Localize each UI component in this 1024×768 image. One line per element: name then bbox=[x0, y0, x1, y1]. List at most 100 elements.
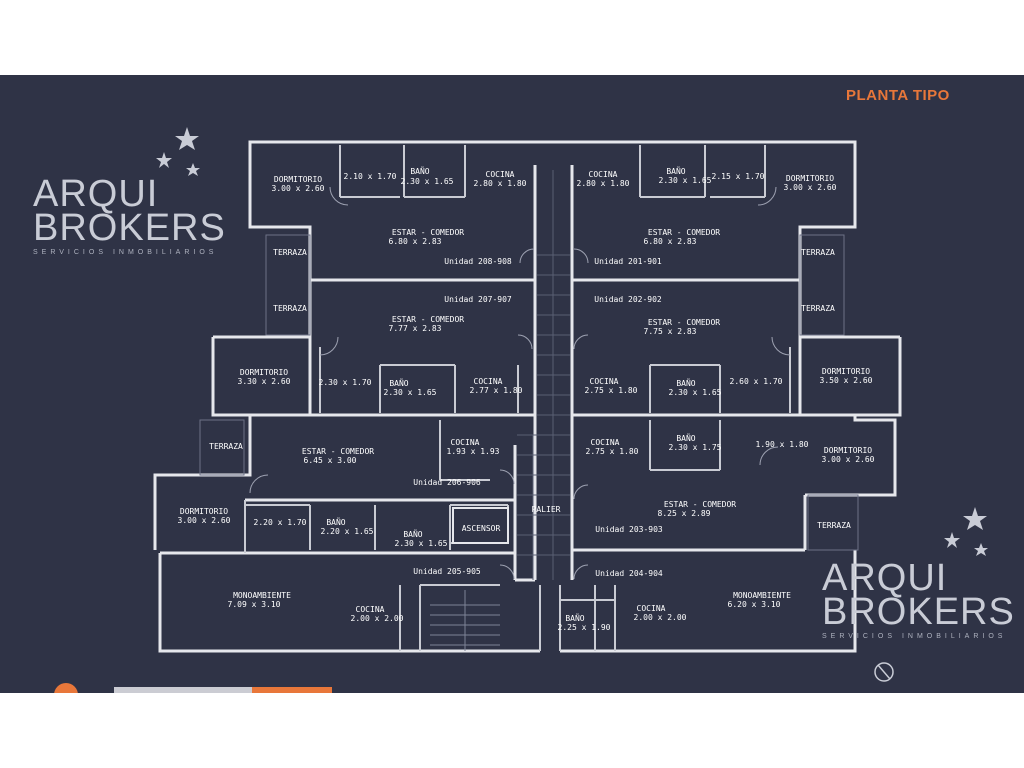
dims-cocina-tr: 2.80 x 1.80 bbox=[577, 179, 630, 188]
label-bano-204: BAÑO bbox=[565, 613, 584, 623]
label-mono-205: MONOAMBIENTE bbox=[233, 591, 291, 600]
label-dorm-206: DORMITORIO bbox=[180, 507, 228, 516]
label-estar-206: ESTAR - COMEDOR bbox=[302, 447, 374, 456]
terraza-label: TERRAZA bbox=[273, 304, 307, 313]
dims-dorm-tl: 3.00 x 2.60 bbox=[272, 184, 325, 193]
label-bano-tr: BAÑO bbox=[666, 166, 685, 176]
dims-bano-206a: 2.20 x 1.65 bbox=[321, 527, 374, 536]
label-cocina-tr: COCINA bbox=[589, 170, 618, 179]
star-icon bbox=[156, 127, 200, 176]
label-estar-207: ESTAR - COMEDOR bbox=[392, 315, 464, 324]
floor-plan-drawing: DORMITORIO 3.00 x 2.60 2.10 x 1.70 BAÑO … bbox=[153, 127, 988, 682]
dims-cocina-206: 1.93 x 1.93 bbox=[447, 447, 500, 456]
unit-205: Unidad 205-905 bbox=[413, 567, 481, 576]
interior-walls bbox=[244, 145, 791, 651]
label-cocina-tl: COCINA bbox=[486, 170, 515, 179]
dims-bano-mr: 2.30 x 1.65 bbox=[669, 388, 722, 397]
unit-203: Unidad 203-903 bbox=[595, 525, 663, 534]
terrazas bbox=[199, 234, 859, 551]
plan-title: PLANTA TIPO bbox=[846, 87, 950, 104]
ascensor-box bbox=[452, 507, 509, 544]
logo-line1: ARQUI bbox=[822, 557, 948, 599]
dims-estar-201: 6.80 x 2.83 bbox=[644, 237, 697, 246]
terraza-labels: TERRAZA TERRAZA TERRAZA TERRAZA TERRAZA … bbox=[209, 248, 851, 530]
label-dorm-tr: DORMITORIO bbox=[786, 174, 834, 183]
dims-estar-207: 7.77 x 2.83 bbox=[389, 324, 442, 333]
dims-cocina-205: 2.00 x 2.00 bbox=[351, 614, 404, 623]
dims-estar-202: 7.75 x 2.83 bbox=[644, 327, 697, 336]
unit-207: Unidad 207-907 bbox=[444, 295, 512, 304]
dims-mono-204: 6.20 x 3.10 bbox=[728, 600, 781, 609]
dims-dorm-203: 3.00 x 2.60 bbox=[822, 455, 875, 464]
logo-tagline: SERVICIOS INMOBILIARIOS bbox=[33, 249, 218, 256]
label-cocina-205: COCINA bbox=[356, 605, 385, 614]
logo-tagline: SERVICIOS INMOBILIARIOS bbox=[822, 633, 1007, 640]
terraza-label: TERRAZA bbox=[801, 248, 835, 257]
label-dorm-203: DORMITORIO bbox=[824, 446, 872, 455]
unit-labels: Unidad 208-908 Unidad 201-901 Unidad 207… bbox=[413, 257, 663, 578]
dims-bano-tl: 2.30 x 1.65 bbox=[401, 177, 454, 186]
dims-dorm-206: 3.00 x 2.60 bbox=[178, 516, 231, 525]
logo-line2: BROKERS bbox=[822, 591, 1015, 633]
palier-grid bbox=[517, 170, 570, 580]
floor-plan-frame: DORMITORIO 3.00 x 2.60 2.10 x 1.70 BAÑO … bbox=[0, 75, 1024, 693]
dims-bano-206b: 2.30 x 1.65 bbox=[395, 539, 448, 548]
label-dorm-tl: DORMITORIO bbox=[274, 175, 322, 184]
dims-hall-206: 2.20 x 1.70 bbox=[254, 518, 307, 527]
terraza-label: TERRAZA bbox=[273, 248, 307, 257]
dims-hall-ml: 2.30 x 1.70 bbox=[319, 378, 372, 387]
label-palier: PALIER bbox=[532, 505, 561, 514]
label-estar-202: ESTAR - COMEDOR bbox=[648, 318, 720, 327]
label-ascensor: ASCENSOR bbox=[462, 524, 501, 533]
label-estar-203: ESTAR - COMEDOR bbox=[664, 500, 736, 509]
logo-line1: ARQUI bbox=[33, 173, 159, 215]
label-cocina-ml: COCINA bbox=[474, 377, 503, 386]
dims-hall-tl: 2.10 x 1.70 bbox=[344, 172, 397, 181]
label-cocina-206: COCINA bbox=[451, 438, 480, 447]
brand-logo: ARQUI BROKERS SERVICIOS INMOBILIARIOS bbox=[33, 173, 226, 256]
label-cocina-203: COCINA bbox=[591, 438, 620, 447]
common-labels: ASCENSOR PALIER bbox=[462, 505, 561, 533]
dims-cocina-203: 2.75 x 1.80 bbox=[586, 447, 639, 456]
walls bbox=[153, 140, 902, 653]
label-bano-tl: BAÑO bbox=[410, 166, 429, 176]
compass-icon bbox=[874, 662, 894, 682]
label-estar-201: ESTAR - COMEDOR bbox=[648, 228, 720, 237]
dims-cocina-tl: 2.80 x 1.80 bbox=[474, 179, 527, 188]
label-cocina-204: COCINA bbox=[637, 604, 666, 613]
room-labels: DORMITORIO 3.00 x 2.60 2.10 x 1.70 BAÑO … bbox=[178, 166, 875, 632]
label-bano-203: BAÑO bbox=[676, 433, 695, 443]
label-cocina-mr: COCINA bbox=[590, 377, 619, 386]
label-dorm-ml: DORMITORIO bbox=[240, 368, 288, 377]
dims-dorm-tr: 3.00 x 2.60 bbox=[784, 183, 837, 192]
stairs bbox=[430, 590, 500, 651]
unit-202: Unidad 202-902 bbox=[594, 295, 662, 304]
dims-estar-206: 6.45 x 3.00 bbox=[304, 456, 357, 465]
label-bano-206b: BAÑO bbox=[403, 529, 422, 539]
dims-hall-mr: 2.60 x 1.70 bbox=[730, 377, 783, 386]
terraza-label: TERRAZA bbox=[209, 442, 243, 451]
dims-bano-tr: 2.30 x 1.65 bbox=[659, 176, 712, 185]
dims-bano-203: 2.30 x 1.75 bbox=[669, 443, 722, 452]
unit-204: Unidad 204-904 bbox=[595, 569, 663, 578]
door-swings bbox=[249, 186, 791, 580]
dims-cocina-mr: 2.75 x 1.80 bbox=[585, 386, 638, 395]
terraza-label: TERRAZA bbox=[817, 521, 851, 530]
dims-bano-204: 2.25 x 1.90 bbox=[558, 623, 611, 632]
dims-bano-ml: 2.30 x 1.65 bbox=[384, 388, 437, 397]
dims-estar-203: 8.25 x 2.89 bbox=[658, 509, 711, 518]
dims-hall-tr: 2.15 x 1.70 bbox=[712, 172, 765, 181]
unit-206: Unidad 206-906 bbox=[413, 478, 481, 487]
dims-cocina-ml: 2.77 x 1.80 bbox=[470, 386, 523, 395]
dims-hall-203: 1.90 x 1.80 bbox=[756, 440, 809, 449]
dims-dorm-ml: 3.30 x 2.60 bbox=[238, 377, 291, 386]
cropped-developer-logo bbox=[54, 683, 332, 693]
star-icon bbox=[944, 507, 988, 556]
dims-dorm-mr: 3.50 x 2.60 bbox=[820, 376, 873, 385]
brand-logo: ARQUI BROKERS SERVICIOS INMOBILIARIOS bbox=[822, 557, 1015, 640]
label-estar-208: ESTAR - COMEDOR bbox=[392, 228, 464, 237]
dims-mono-205: 7.09 x 3.10 bbox=[228, 600, 281, 609]
dims-cocina-204: 2.00 x 2.00 bbox=[634, 613, 687, 622]
unit-201: Unidad 201-901 bbox=[594, 257, 662, 266]
dims-estar-208: 6.80 x 2.83 bbox=[389, 237, 442, 246]
